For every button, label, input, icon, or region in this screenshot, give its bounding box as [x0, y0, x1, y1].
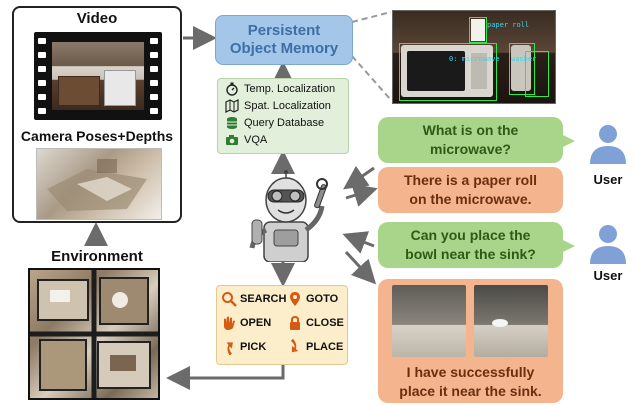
hand-icon: [221, 315, 237, 331]
zoom-line-bottom: [351, 55, 392, 101]
memory-title-line1: Persistent: [247, 22, 321, 39]
camera-poses-image: [36, 148, 162, 220]
bubble-line: place it near the sink.: [399, 383, 542, 399]
action-pick: PICK: [221, 339, 266, 355]
user-question-2: Can you place the bowl near the sink?: [378, 222, 563, 268]
user-label: User: [593, 172, 623, 187]
arrow-actions-to-environment: [166, 363, 285, 390]
arrow-q1-to-robot: [343, 165, 375, 190]
magnifier-icon: [221, 291, 237, 307]
detection-label: washer: [511, 55, 537, 63]
arrow-down-icon: [287, 339, 303, 355]
robot-agent-image: [236, 170, 336, 263]
user-question-1: What is on the microwave?: [378, 117, 563, 163]
bubble-line: I have successfully: [406, 364, 535, 380]
database-icon: [224, 116, 240, 130]
tool-label: VQA: [244, 134, 268, 146]
bubble-line: bowl near the sink?: [405, 246, 536, 262]
bubble-tail: [561, 239, 575, 253]
film-strip: [34, 32, 162, 120]
bbox-object: [525, 51, 549, 97]
object-detection-image: paper roll 0: microwave washer: [392, 10, 556, 104]
memory-title-line2: Object Memory: [229, 40, 339, 57]
action-open: OPEN: [221, 315, 271, 331]
arrow-q2-to-robot: [342, 231, 375, 254]
location-pin-icon: [287, 291, 303, 307]
detection-label: 0: microwave: [449, 55, 500, 63]
bbox-washer: [509, 43, 535, 95]
action-place: PLACE: [287, 339, 343, 355]
tool-temporal-localization: Temp. Localization: [224, 81, 335, 97]
tool-spatial-localization: Spat. Localization: [224, 98, 331, 114]
map-icon: [224, 99, 240, 113]
environment-map-image: [28, 268, 160, 400]
arrow-robot-to-a2: [344, 250, 377, 285]
action-search: SEARCH: [221, 291, 286, 307]
arrow-robot-to-a1: [345, 183, 378, 207]
tool-vqa: VQA: [224, 132, 267, 148]
camera-icon: [224, 133, 240, 147]
action-label: SEARCH: [240, 293, 287, 305]
tool-query-database: Query Database: [224, 115, 324, 131]
stopwatch-icon: [224, 82, 240, 96]
action-label: PLACE: [306, 341, 344, 353]
user-label: User: [593, 268, 623, 283]
action-label: PICK: [240, 341, 267, 353]
tool-label: Spat. Localization: [244, 100, 331, 112]
bubble-line: There is a paper roll: [403, 172, 538, 188]
sink-scene-after-image: [474, 285, 548, 357]
bubble-line: on the microwave.: [409, 191, 532, 207]
tool-label: Query Database: [244, 117, 325, 129]
bbox-paper-roll: [469, 17, 487, 43]
user-avatar-icon: [586, 122, 630, 182]
bubble-line: microwave?: [430, 141, 511, 157]
action-label: CLOSE: [306, 317, 344, 329]
action-label: OPEN: [240, 317, 272, 329]
tools-panel: Temp. Localization Spat. Localization Qu…: [217, 78, 349, 154]
video-panel: Video Camera Poses+Depths: [12, 6, 182, 223]
microwave-shape: [401, 45, 493, 97]
user-avatar-icon: [586, 222, 630, 282]
action-close: CLOSE: [287, 315, 344, 331]
camera-poses-title: Camera Poses+Depths: [20, 128, 174, 144]
zoom-line-top: [351, 11, 392, 23]
agent-answer-2-text: I have successfully place it near the si…: [378, 363, 563, 401]
video-title: Video: [76, 10, 118, 27]
tool-label: Temp. Localization: [244, 83, 336, 95]
arrow-up-icon: [221, 339, 237, 355]
actions-panel: SEARCH GOTO OPEN CLOSE PICK PLACE: [216, 285, 348, 365]
agent-answer-1: There is a paper roll on the microwave.: [378, 167, 563, 213]
environment-title: Environment: [51, 248, 143, 265]
detection-label: paper roll: [487, 21, 530, 29]
persistent-object-memory: Persistent Object Memory: [215, 15, 353, 65]
lock-icon: [287, 315, 303, 331]
video-frame-image: [52, 42, 144, 110]
sink-scene-before-image: [392, 285, 466, 357]
action-goto: GOTO: [287, 291, 338, 307]
bubble-tail: [561, 134, 575, 148]
bbox-microwave: [399, 43, 497, 101]
agent-answer-2: I have successfully place it near the si…: [378, 279, 563, 403]
action-label: GOTO: [306, 293, 339, 305]
bubble-line: Can you place the: [410, 227, 531, 243]
bubble-line: What is on the: [422, 122, 519, 138]
